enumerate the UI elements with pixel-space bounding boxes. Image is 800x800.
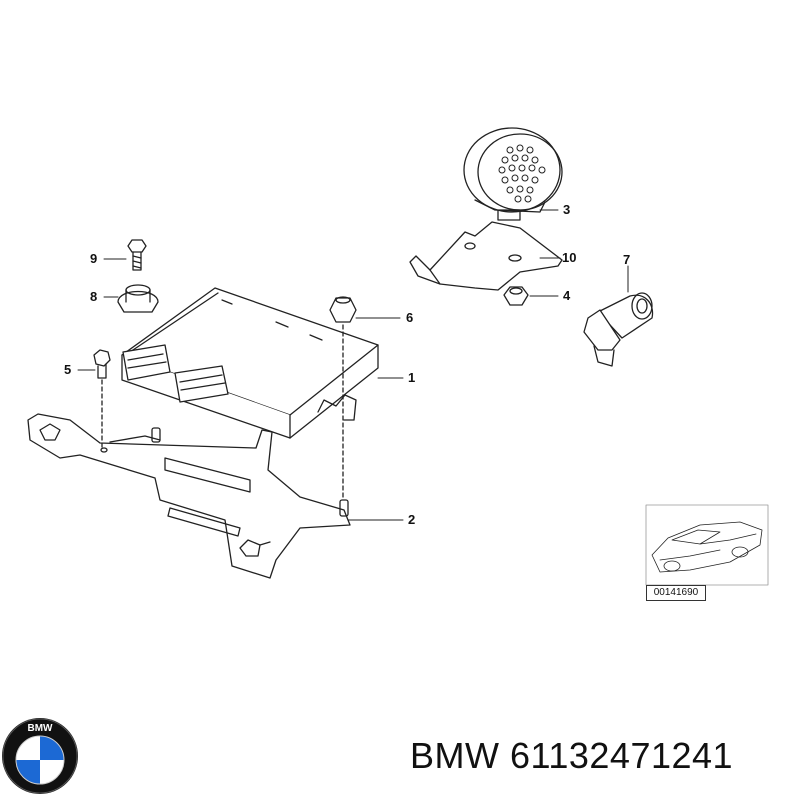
mounting-bracket-drawing xyxy=(27,413,351,579)
sensor-7-drawing xyxy=(583,292,654,367)
logo-letters: BMW xyxy=(28,723,54,734)
control-module-drawing xyxy=(121,287,379,439)
callout-9: 9 xyxy=(90,251,98,266)
callout-6: 6 xyxy=(406,310,414,325)
callout-8: 8 xyxy=(90,289,98,304)
callout-2: 2 xyxy=(408,512,416,527)
nut-4-drawing xyxy=(503,286,529,306)
leader-lines xyxy=(77,209,629,521)
screw-9-drawing xyxy=(127,239,147,271)
bmw-logo-icon: BMW xyxy=(2,718,78,794)
callout-7: 7 xyxy=(623,252,631,267)
grommet-8-drawing xyxy=(117,284,159,313)
speaker-3-drawing xyxy=(463,127,563,221)
callout-10: 10 xyxy=(562,250,577,265)
callout-3: 3 xyxy=(563,202,571,217)
part-number: 61132471241 xyxy=(510,735,734,776)
vehicle-thumbnail xyxy=(645,504,769,586)
brand-name: BMW xyxy=(410,735,500,776)
callout-5: 5 xyxy=(64,362,72,377)
callout-4: 4 xyxy=(563,288,571,303)
nut-6-drawing xyxy=(329,296,357,501)
diagram-reference-code: 00141690 xyxy=(646,585,706,601)
bolt-5-drawing xyxy=(93,349,111,453)
callout-1: 1 xyxy=(408,370,416,385)
catalog-caption: BMW 61132471241 xyxy=(410,735,733,777)
speaker-bracket-10-drawing xyxy=(409,221,563,291)
